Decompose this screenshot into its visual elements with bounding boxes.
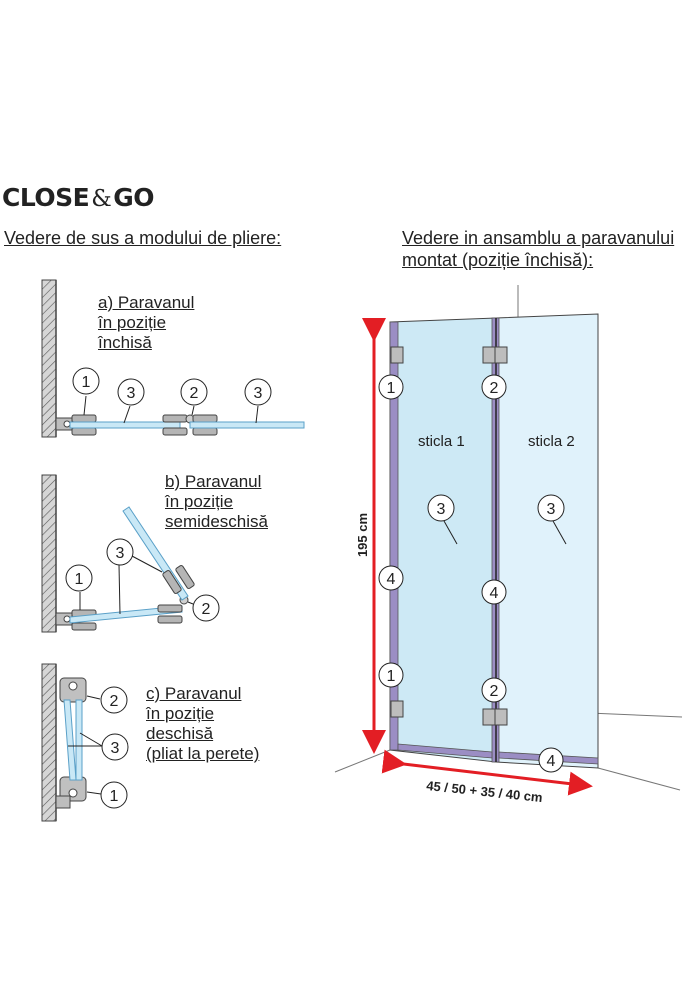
marker-3a-closed: [117, 378, 145, 406]
marker-2-top: [481, 374, 507, 400]
clamp-bottom-closed: [71, 427, 97, 436]
marker-2-bottom: [481, 677, 507, 703]
glass-panel-1-open: [63, 699, 77, 781]
wall-hinge-top: [390, 346, 404, 364]
wall-hinge-bottom: [390, 700, 404, 718]
caption-open-line2: în poziție: [146, 704, 215, 723]
marker-2-closed: [180, 378, 208, 406]
marker-3-panel-2-label: 3: [547, 501, 556, 518]
marker-4-middle-label: 4: [490, 585, 499, 602]
marker-4-bottom-label: 4: [547, 753, 556, 770]
diagram-half-open: 1 3 2: [41, 474, 220, 633]
assembly-heading-line1: Vedere in ansamblu a paravanului: [402, 228, 675, 248]
marker-1-bottom-label: 1: [387, 668, 396, 685]
marker-2-open-label: 2: [110, 693, 119, 710]
glass-panel-1-closed: [69, 421, 181, 429]
marker-2-top-label: 2: [490, 380, 499, 397]
panel-1-label: sticla 1: [418, 433, 465, 450]
assembly-view: 195 cm 45 / 50 + 35 / 40 cm sticla 1 sti…: [334, 285, 683, 805]
marker-2-half-open: [192, 594, 220, 622]
hinge-mid-bottom-closed: [162, 427, 188, 436]
wall-closed: [41, 279, 57, 438]
caption-closed: a) Paravanul în poziție închisă: [98, 293, 194, 353]
caption-closed-line2: în poziție: [98, 313, 167, 332]
logo-text-go: GO: [113, 183, 154, 212]
glass-panel-2-open: [75, 699, 83, 781]
marker-3-panel-2: [537, 494, 565, 522]
logo-text-close: CLOSE: [2, 183, 90, 212]
caption-closed-line3: închisă: [98, 333, 152, 352]
glass-panel-2-closed: [189, 421, 305, 429]
diagram-closed: 1 3 2 3: [41, 279, 305, 438]
marker-1-bottom: [378, 662, 404, 688]
marker-1-half-open: [65, 564, 93, 592]
marker-3b-closed: [244, 378, 272, 406]
width-arrow: [381, 749, 593, 796]
panel-2-label: sticla 2: [528, 433, 575, 450]
brand-logo: CLOSE&GO: [2, 183, 154, 212]
marker-3-half-open-label: 3: [116, 545, 125, 562]
marker-3-half-open: [106, 538, 134, 566]
hinge-mid-top-closed: [162, 414, 188, 423]
top-view-heading: Vedere de sus a modului de pliere:: [4, 228, 282, 248]
caption-open: c) Paravanul în poziție deschisă (pliat …: [146, 684, 259, 764]
width-label: 45 / 50 + 35 / 40 cm: [426, 778, 544, 805]
caption-open-line4: (pliat la perete): [146, 744, 260, 763]
marker-1-closed: [72, 367, 100, 395]
diagram-open: 2 3 1: [41, 663, 129, 822]
marker-1-half-open-label: 1: [75, 571, 84, 588]
marker-1-open: [100, 781, 128, 809]
caption-closed-line1: a) Paravanul: [98, 293, 195, 312]
wall-open: [41, 663, 57, 822]
logo-ampersand: &: [91, 186, 112, 212]
marker-1-open-label: 1: [110, 788, 119, 805]
caption-half-open: b) Paravanul în poziție semideschisă: [165, 472, 268, 532]
assembly-heading-line2: montat (poziție închisă):: [402, 250, 594, 270]
caption-half-open-line3: semideschisă: [165, 512, 268, 531]
marker-2-open: [100, 686, 128, 714]
glass-panel-1-half-open: [69, 605, 183, 624]
marker-3-open: [101, 733, 129, 761]
glass-panel-1: [389, 317, 497, 763]
height-label: 195 cm: [355, 513, 370, 557]
marker-1-closed-label: 1: [82, 374, 91, 391]
marker-3-panel-1: [427, 494, 455, 522]
marker-3a-closed-label: 3: [127, 385, 136, 402]
caption-half-open-line1: b) Paravanul: [165, 472, 262, 491]
caption-open-line3: deschisă: [146, 724, 214, 743]
marker-4-middle: [481, 579, 507, 605]
glass-panel-2: [495, 313, 599, 769]
assembly-view-heading: Vedere in ansamblu a paravanului montat …: [402, 227, 674, 271]
marker-1-top: [378, 374, 404, 400]
marker-4-bottom: [538, 747, 564, 773]
marker-2-bottom-label: 2: [490, 683, 499, 700]
marker-2-closed-label: 2: [190, 385, 199, 402]
marker-3-panel-1-label: 3: [437, 501, 446, 518]
marker-1-top-label: 1: [387, 380, 396, 397]
caption-half-open-line2: în poziție: [165, 492, 234, 511]
clamp-top-closed: [71, 414, 97, 423]
wall-half-open: [41, 474, 57, 633]
marker-3-open-label: 3: [111, 740, 120, 757]
marker-2-half-open-label: 2: [202, 601, 211, 618]
caption-open-line1: c) Paravanul: [146, 684, 242, 703]
marker-4-wall-label: 4: [387, 571, 396, 588]
marker-4-wall: [378, 565, 404, 591]
marker-3b-closed-label: 3: [254, 385, 263, 402]
